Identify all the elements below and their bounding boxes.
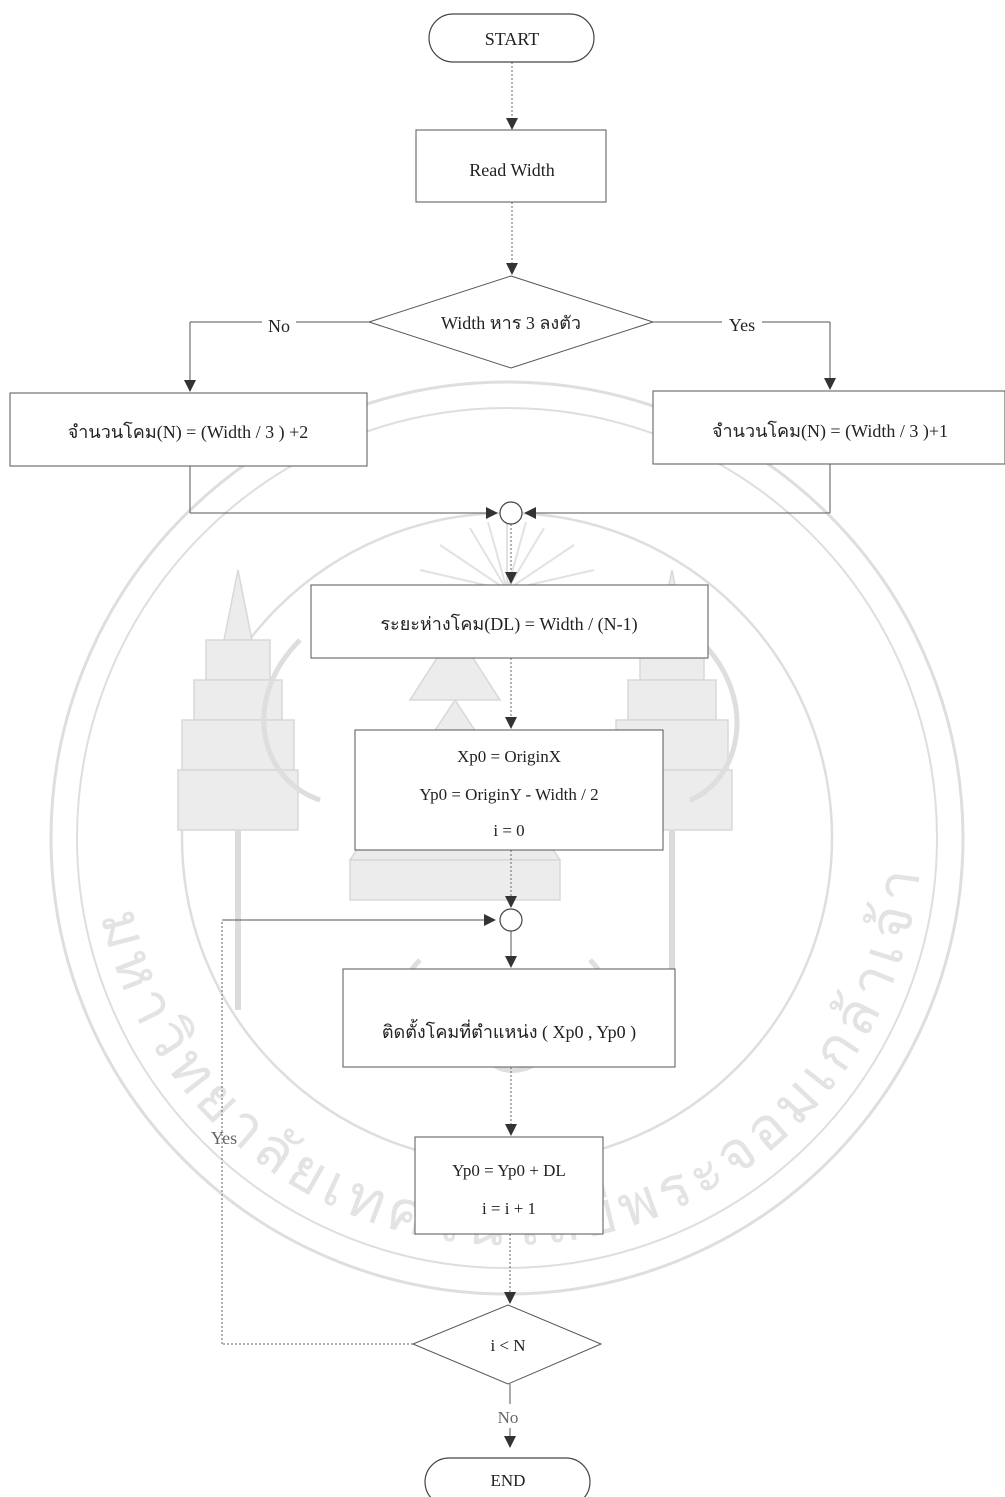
loop-no-label: No xyxy=(498,1408,519,1427)
loop-junction xyxy=(499,908,523,932)
merge-junction xyxy=(499,501,523,525)
connectors xyxy=(184,62,836,1448)
end-label: END xyxy=(491,1471,526,1490)
dome-count-plus2-label: จำนวนโคม(N) = (Width / 3 ) +2 xyxy=(68,421,309,443)
yes-branch-label: Yes xyxy=(729,315,755,335)
start-node: START xyxy=(428,13,595,63)
update-line-2: i = i + 1 xyxy=(482,1199,536,1218)
update-line-1: Yp0 = Yp0 + DL xyxy=(452,1161,566,1180)
loop-yes-label: Yes xyxy=(211,1128,237,1148)
install-node: ติดตั้งโคมที่ตำแหน่ง ( Xp0 , Yp0 ) xyxy=(342,968,676,1068)
spacing-node: ระยะห่างโคม(DL) = Width / (N-1) xyxy=(310,584,709,659)
loop-decision-node: i < N xyxy=(411,1304,603,1385)
left-tower-emblem xyxy=(177,569,299,1010)
install-label: ติดตั้งโคมที่ตำแหน่ง ( Xp0 , Yp0 ) xyxy=(382,1019,636,1043)
dome-count-plus1-label: จำนวนโคม(N) = (Width / 3 )+1 xyxy=(712,420,948,442)
init-line-2: Yp0 = OriginY - Width / 2 xyxy=(419,785,598,804)
sun-rays-emblem xyxy=(419,520,595,591)
start-label: START xyxy=(485,29,539,49)
init-node: Xp0 = OriginX Yp0 = OriginY - Width / 2 … xyxy=(354,729,664,851)
read-width-node: Read Width xyxy=(415,129,607,203)
read-width-label: Read Width xyxy=(469,160,554,180)
init-line-1: Xp0 = OriginX xyxy=(457,747,561,766)
loop-decision-label: i < N xyxy=(490,1336,525,1355)
no-branch-label: No xyxy=(268,316,290,336)
spacing-label: ระยะห่างโคม(DL) = Width / (N-1) xyxy=(380,613,637,635)
dome-count-plus1-node: จำนวนโคม(N) = (Width / 3 )+1 xyxy=(652,390,1005,465)
update-node: Yp0 = Yp0 + DL i = i + 1 xyxy=(414,1136,604,1235)
dome-count-plus2-node: จำนวนโคม(N) = (Width / 3 ) +2 xyxy=(9,392,368,467)
end-node: END xyxy=(424,1457,591,1497)
init-line-3: i = 0 xyxy=(493,821,524,840)
divisible-decision-label: Width หาร 3 ลงตัว xyxy=(441,313,581,333)
divisible-decision-node: Width หาร 3 ลงตัว xyxy=(367,275,655,369)
